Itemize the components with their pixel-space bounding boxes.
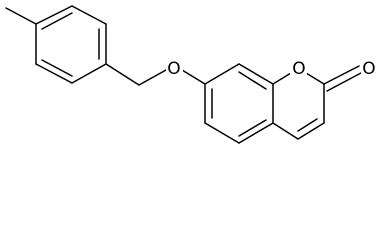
bond-coumarin-benzene-6 (204, 63, 240, 85)
ether-oxygen-label: O (167, 59, 180, 79)
bond-toluene-4 (71, 63, 107, 84)
bond-oxygen-coumarin (181, 69, 206, 85)
molecule-svg: O O O (5, 5, 378, 144)
bond-coumarin-benzene-3 (238, 122, 274, 144)
atom-labels: O O O (166, 58, 378, 80)
bond-toluene-5 (35, 63, 73, 84)
bond-toluene-1 (35, 5, 73, 25)
bond-lactone-c4-c4a (272, 122, 299, 140)
bond-lactone-double (297, 118, 318, 132)
bond-lactone-c3-c4 (297, 122, 325, 140)
ring-oxygen-mask (290, 58, 307, 80)
bond-ring-o-left (272, 72, 292, 85)
bond-ring-ch2 (105, 63, 140, 86)
bond-carbonyl-2 (326, 72, 362, 92)
bond-coumarin-benzene-double-3 (238, 71, 267, 90)
bond-coumarin-benzene-double-2 (238, 119, 267, 137)
ring-oxygen-label: O (292, 59, 305, 79)
bond-methyl (5, 7, 37, 25)
bond-coumarin-benzene-5 (238, 63, 274, 85)
bond-toluene-2 (71, 5, 107, 25)
bond-toluene-double-1 (41, 12, 73, 30)
chemical-structure-diagram: O O O (5, 5, 378, 144)
bond-toluene-double-3 (41, 59, 73, 77)
bond-carbonyl-1 (323, 65, 360, 85)
bond-coumarin-benzene-2 (204, 122, 240, 144)
carbonyl-oxygen-label: O (362, 59, 375, 79)
bonds (5, 5, 362, 144)
bond-ch2-oxygen (138, 69, 167, 86)
bond-ring-o-right (305, 72, 325, 85)
carbonyl-oxygen-mask (361, 58, 378, 80)
ether-oxygen-mask (166, 58, 183, 80)
